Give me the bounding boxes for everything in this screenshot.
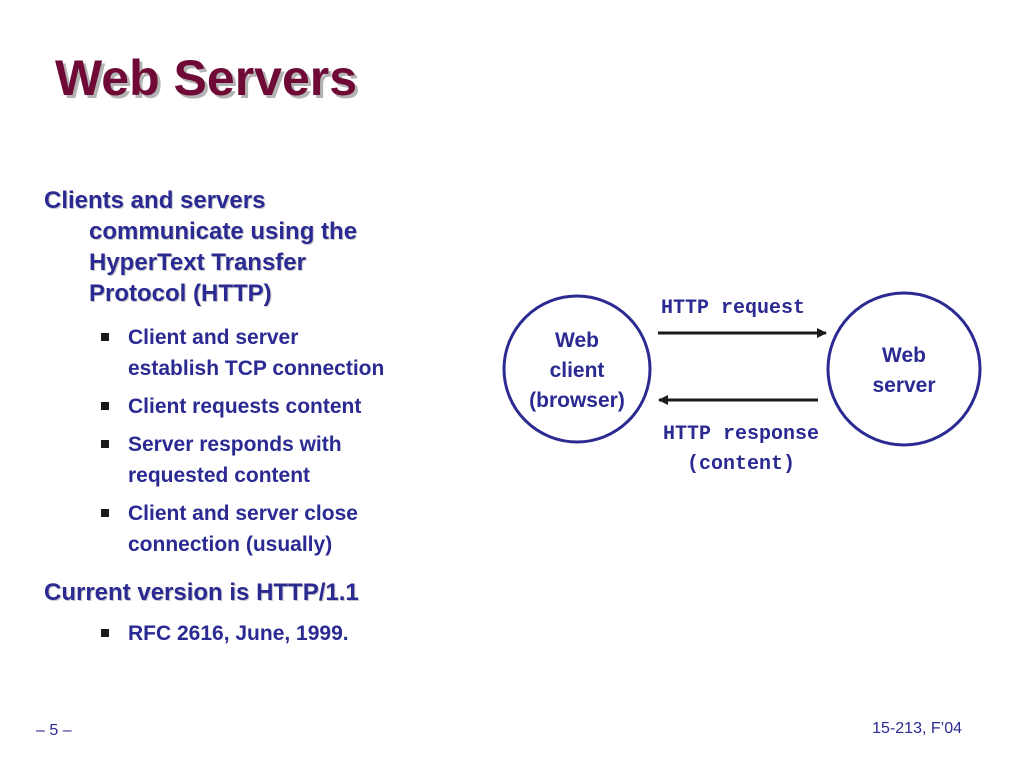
sub-bullet-server-responds: Server responds with requested content (101, 429, 342, 491)
client-node (502, 294, 652, 444)
sub-bullet-line: connection (usually) (128, 533, 333, 556)
course-footer: 15-213, F’04 (872, 720, 962, 737)
server-label-line: server (872, 374, 936, 397)
bullet-clients-servers-http: Clients and servers communicate using th… (44, 185, 357, 309)
request-label: HTTP request (660, 297, 806, 320)
sub-bullet-line: Server responds with (128, 433, 342, 456)
server-node (826, 291, 982, 447)
square-bullet-icon (101, 402, 109, 410)
slide-title: Web Servers (55, 50, 358, 106)
client-node-label: Web client (browser) (512, 326, 642, 416)
sub-bullet-line: Client and server close (128, 502, 358, 525)
page-number: – 5 – (36, 722, 72, 739)
square-bullet-icon (101, 629, 109, 637)
sub-bullet-client-requests: Client requests content (101, 391, 361, 422)
sub-bullet-close-connection: Client and server close connection (usua… (101, 498, 358, 560)
response-label-line: HTTP response (662, 423, 820, 446)
sub-bullet-line: requested content (128, 464, 311, 487)
server-node-label: Web server (839, 341, 969, 401)
sub-bullet-tcp-connection: Client and server establish TCP connecti… (101, 322, 384, 384)
bullet-line: Current version is HTTP/1.1 (44, 579, 359, 606)
bullet-line: Protocol (HTTP) (89, 280, 272, 307)
sub-bullet-line: Client and server (128, 326, 299, 349)
bullet-line: HyperText Transfer (89, 249, 306, 276)
sub-bullet-line: RFC 2616, June, 1999. (128, 622, 349, 645)
client-label-line: client (549, 359, 605, 382)
client-label-line: (browser) (529, 389, 625, 412)
server-label-line: Web (882, 344, 926, 367)
square-bullet-icon (101, 333, 109, 341)
bullet-line: Clients and servers (44, 187, 266, 214)
square-bullet-icon (101, 509, 109, 517)
bullet-current-version: Current version is HTTP/1.1 (44, 577, 359, 608)
square-bullet-icon (101, 440, 109, 448)
response-label-line: (content) (686, 453, 796, 476)
bullet-line: communicate using the (89, 218, 358, 245)
client-label-line: Web (555, 329, 599, 352)
sub-bullet-line: establish TCP connection (128, 357, 385, 380)
sub-bullet-line: Client requests content (128, 395, 362, 418)
response-label: HTTP response (content) (631, 420, 851, 480)
sub-bullet-rfc: RFC 2616, June, 1999. (101, 618, 349, 649)
